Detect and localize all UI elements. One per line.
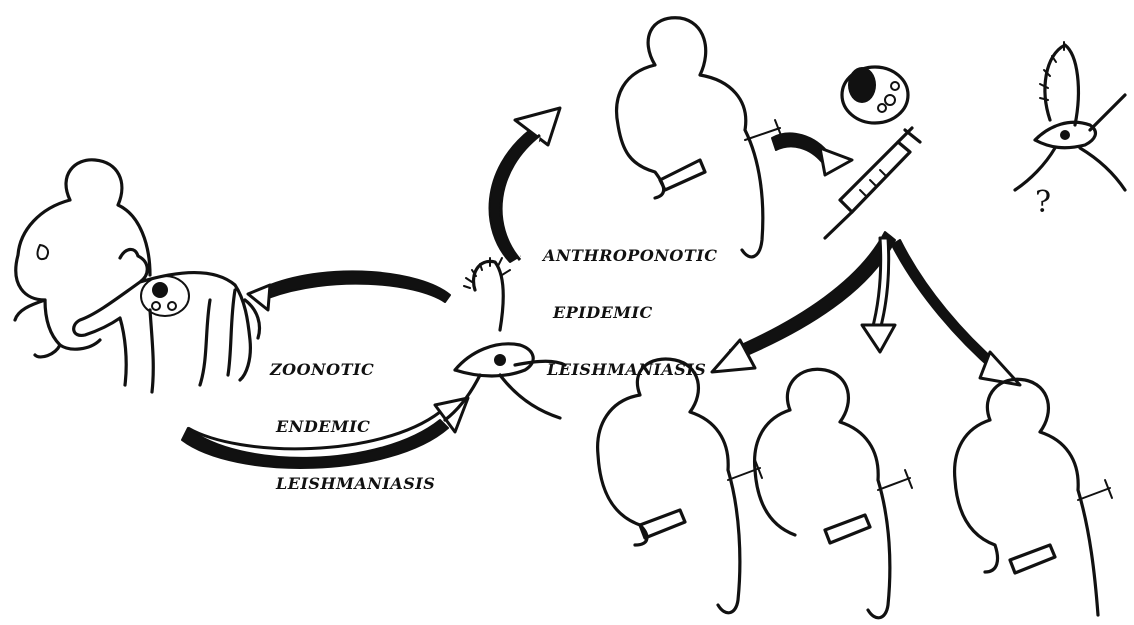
dog-lesion-nucleus (152, 282, 168, 298)
syringe (825, 128, 920, 238)
bottom-human-figure-center (755, 369, 912, 618)
seated-human-figure (15, 160, 150, 357)
sandfly-vector-top-right (1015, 42, 1125, 190)
anthroponotic-label-line-3: LEISHMANIASIS (543, 360, 717, 379)
anthroponotic-label-line-2: EPIDEMIC (543, 303, 717, 322)
zoonotic-label-line-2: ENDEMIC (270, 417, 435, 436)
dog-reservoir (74, 249, 260, 392)
amastigote-infected-cell (842, 67, 908, 123)
zoonotic-label: ZOONOTIC ENDEMIC LEISHMANIASIS (270, 322, 435, 531)
arrow-to-syringe (772, 133, 852, 175)
zoonotic-label-line-3: LEISHMANIASIS (270, 474, 435, 493)
anthroponotic-label: ANTHROPONOTIC EPIDEMIC LEISHMANIASIS (543, 208, 717, 417)
bottom-human-figure-right (955, 379, 1112, 615)
anthroponotic-label-line-1: ANTHROPONOTIC (543, 246, 717, 265)
zoonotic-label-line-1: ZOONOTIC (270, 360, 435, 379)
unknown-vector-question-mark: ? (1035, 185, 1051, 220)
zoonotic-arrow-top (248, 271, 450, 310)
